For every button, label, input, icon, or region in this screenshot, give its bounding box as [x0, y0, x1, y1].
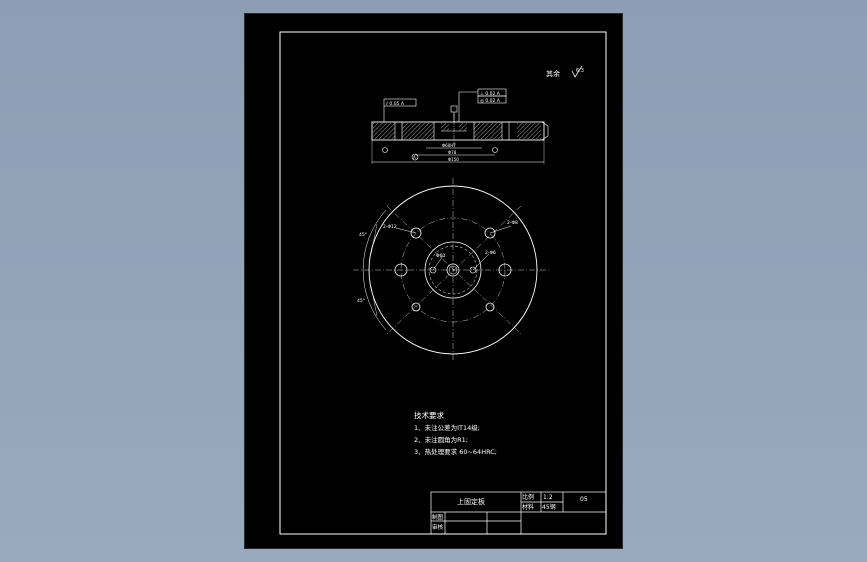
- dim-inner: Φ60H7: [442, 143, 456, 148]
- plan-view: [353, 178, 550, 362]
- label-right-hole: 2-Φ8: [507, 220, 518, 226]
- drawn-label: 制图: [432, 513, 444, 521]
- drawing-number: 05: [580, 496, 588, 503]
- section-view: ⊥ 0.02 A ◎ 0.02 A ⫽ 0.05 A: [371, 88, 549, 164]
- notes-line-1: 1、未注公差为IT14级;: [414, 423, 480, 432]
- tolerance-frame: ⫽ 0.05 A: [385, 101, 405, 107]
- material-label: 材料: [522, 503, 534, 511]
- label-center-hole: Φ60: [436, 253, 445, 259]
- inner-frame: [279, 31, 607, 535]
- technical-notes: 技术要求 1、未注公差为IT14级; 2、未注圆角为R1; 3、热处理要求 60…: [414, 410, 497, 456]
- drawing-canvas: 其余 6.3 ⊥ 0.02 A ◎ 0.02 A ⫽ 0.05 A: [279, 31, 607, 535]
- dim-outer: Φ150: [448, 157, 459, 162]
- dim-mid: Φ78: [448, 150, 457, 155]
- label-left-hole: 2-Φ12: [383, 224, 397, 230]
- drawing-sheet: 其余 6.3 ⊥ 0.02 A ◎ 0.02 A ⫽ 0.05 A: [244, 13, 623, 549]
- scale-label: 比例: [522, 493, 534, 501]
- tolerance-top-a: ⊥ 0.02 A: [480, 91, 501, 97]
- roughness-note: 其余: [546, 69, 560, 78]
- scale-value: 1:2: [543, 494, 553, 501]
- notes-heading: 技术要求: [414, 410, 444, 420]
- tolerance-top-b: ◎ 0.02 A: [480, 98, 501, 104]
- datum-label: A: [413, 155, 416, 160]
- roughness-value: 6.3: [576, 68, 584, 74]
- title-block: [430, 491, 607, 535]
- notes-line-3: 3、热处理要求 60~64HRC;: [414, 447, 497, 456]
- label-small-hole: 2-Φ6: [485, 250, 496, 256]
- material-value: 45钢: [542, 503, 556, 511]
- label-angle-bottom: 45°: [357, 298, 365, 304]
- label-angle-top: 45°: [359, 232, 367, 238]
- notes-line-2: 2、未注圆角为R1;: [414, 435, 468, 444]
- part-name: 上固定板: [457, 497, 485, 506]
- roughness-symbol-icon: [571, 65, 583, 78]
- checked-label: 审核: [432, 523, 444, 531]
